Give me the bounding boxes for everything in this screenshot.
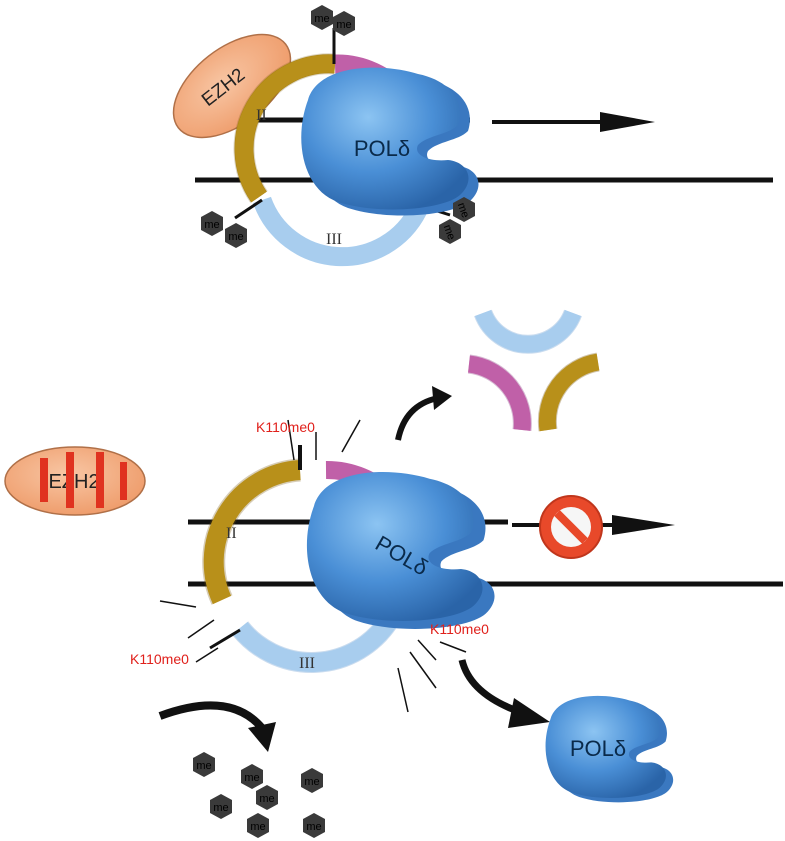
methyl-label: me [259, 793, 274, 805]
methyl-group-top: me me me me me me [201, 5, 475, 248]
inhibition-bar-icon [40, 452, 127, 508]
site-label-left: K110me0 [130, 651, 189, 667]
prohibition-icon [539, 495, 603, 559]
methyl-label: me [228, 231, 243, 243]
methyl-label: me [304, 776, 319, 788]
pcna-label-II: II [256, 107, 267, 124]
methyl-label: me [455, 201, 472, 219]
pol-label-top: POLδ [354, 136, 410, 161]
methyl-label: me [244, 772, 259, 784]
pcna-label-II-bottom: II [226, 525, 237, 542]
methyl-label: me [213, 802, 228, 814]
site-label-right: K110me0 [430, 621, 489, 637]
site-label-top: K110me0 [256, 419, 315, 435]
pol-label-released: POLδ [570, 736, 626, 761]
curved-arrow-icon [458, 659, 550, 728]
bottom-panel: EZH2 I II III [4, 309, 783, 838]
pcna-label-III: III [326, 231, 342, 248]
methyl-label: me [196, 760, 211, 772]
pcna-subunit-III [253, 196, 427, 267]
ezh2-enzyme-inhibited: EZH2 [4, 446, 146, 516]
top-panel: EZH2 I II III POLδ me me me me me [172, 5, 773, 267]
methyl-label: me [204, 219, 219, 231]
arrow-right-icon [492, 112, 655, 132]
methyl-label: me [314, 13, 329, 25]
methyl-label: me [250, 821, 265, 833]
pcna-ring-top [233, 53, 427, 267]
methyl-label: me [306, 821, 321, 833]
curved-arrow-icon [395, 386, 452, 441]
released-methyl-groups: me me me me me me me [193, 752, 325, 838]
methyl-label: me [336, 19, 351, 31]
released-subunits [467, 309, 600, 432]
methyl-label: me [441, 223, 458, 241]
curved-arrow-icon [158, 701, 276, 752]
pcna-label-III-bottom: III [299, 655, 315, 672]
release-burst-lines [159, 419, 467, 713]
